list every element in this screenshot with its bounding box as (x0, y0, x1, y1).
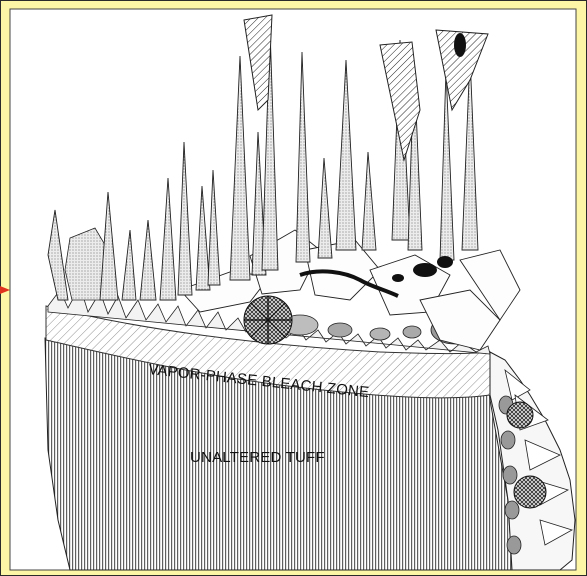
rosette-side-lower (514, 476, 546, 508)
rosette-side-upper (507, 402, 533, 428)
rosette-top (244, 296, 292, 344)
tuff-label: UNALTERED TUFF (190, 449, 325, 466)
